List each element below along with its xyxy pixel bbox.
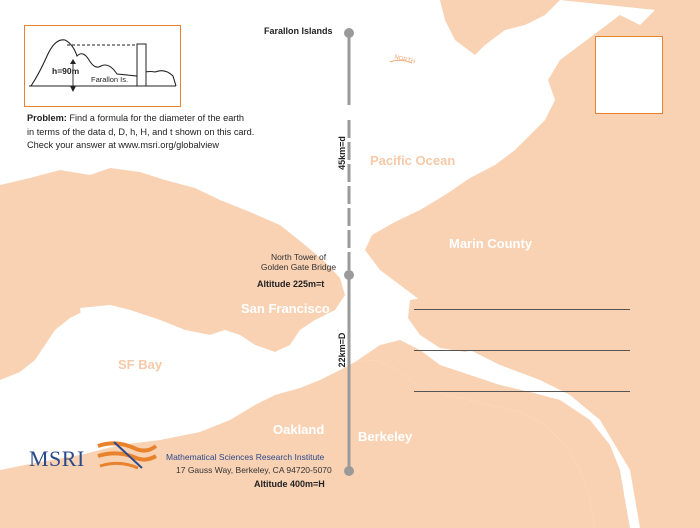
msri-logo-mark <box>97 441 158 470</box>
stamp-box <box>595 36 663 114</box>
problem-line-2: in terms of the data d, D, h, H, and t s… <box>27 126 255 137</box>
institute-name: Mathematical Sciences Research Institute <box>166 452 325 462</box>
msri-logo: MSRI <box>29 446 85 471</box>
land-south <box>0 168 345 380</box>
problem-text: Problem: Find a formula for the diameter… <box>27 112 254 153</box>
address-line-3[interactable] <box>414 391 630 392</box>
sf-bay-water <box>80 305 315 440</box>
address-line-2[interactable] <box>414 350 630 351</box>
distance-D-label: 22km=D <box>337 332 347 368</box>
sf-bay-label: SF Bay <box>118 357 163 372</box>
marin-county-label: Marin County <box>449 236 533 251</box>
tower-label-line-1: North Tower of <box>270 252 327 262</box>
inset-height-label: h=90m <box>52 66 80 76</box>
pacific-ocean-label: Pacific Ocean <box>370 153 456 168</box>
problem-line-3: Check your answer at www.msri.org/global… <box>27 140 219 150</box>
inset-figure <box>29 39 177 92</box>
institute-address: 17 Gauss Way, Berkeley, CA 94720-5070 <box>176 465 332 475</box>
problem-lead: Problem: <box>27 113 67 123</box>
berkeley-altitude: Altitude 400m=H <box>254 479 325 489</box>
land-east-bay <box>0 360 595 528</box>
address-line-1[interactable] <box>414 309 630 310</box>
tower-label: North Tower of Golden Gate Bridge <box>257 252 340 272</box>
san-francisco-label: San Francisco <box>241 301 330 316</box>
farallon-marker <box>344 28 354 38</box>
tower-altitude: Altitude 225m=t <box>257 279 325 289</box>
problem-line-1: Find a formula for the diameter of the e… <box>66 113 245 123</box>
distance-d-label: 45km=d <box>337 136 347 170</box>
farallon-label: Farallon Islands <box>264 26 333 36</box>
land-north <box>365 0 700 528</box>
inset-island-label: Farallon Is. <box>91 75 129 84</box>
land-point-reyes <box>440 0 560 55</box>
inset-diagram: h=90m Farallon Is. <box>24 25 181 107</box>
land-berkeley <box>355 340 630 528</box>
oakland-label: Oakland <box>273 422 325 437</box>
berkeley-label: Berkeley <box>358 429 413 444</box>
north-arrow-icon <box>389 59 413 64</box>
tower-label-line-2: Golden Gate Bridge <box>260 262 337 272</box>
tower-marker <box>344 270 354 280</box>
berkeley-marker <box>344 466 354 476</box>
